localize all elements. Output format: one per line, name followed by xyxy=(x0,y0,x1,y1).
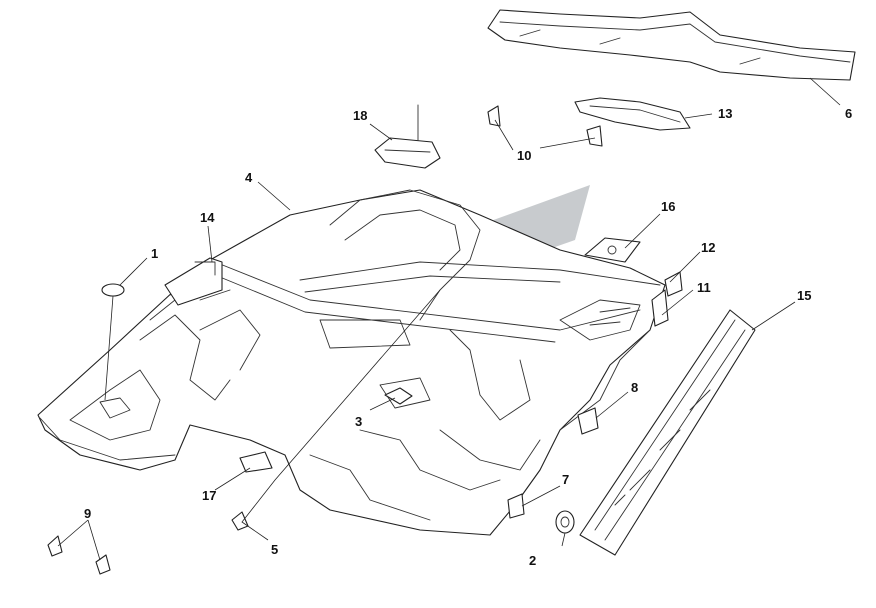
side-sill-part xyxy=(579,309,756,556)
floor-pan-part xyxy=(37,189,666,536)
callout-7: 7 xyxy=(562,472,569,487)
callout-5: 5 xyxy=(271,542,278,557)
callout-14: 14 xyxy=(200,210,215,225)
callout-2: 2 xyxy=(529,553,536,568)
callout-labels: 1 2 3 4 5 6 7 8 9 10 11 12 13 14 15 16 1… xyxy=(84,106,852,568)
grommet-part-2 xyxy=(555,510,575,534)
callout-16: 16 xyxy=(661,199,675,214)
bracket-plate-part-16 xyxy=(584,237,641,263)
side-brackets xyxy=(507,271,683,519)
callout-13: 13 xyxy=(718,106,732,121)
callout-3: 3 xyxy=(355,414,362,429)
callout-10: 10 xyxy=(517,148,531,163)
callout-9: 9 xyxy=(84,506,91,521)
clip-part-5 xyxy=(231,511,249,531)
rail-bracket-part xyxy=(574,97,691,131)
callout-12: 12 xyxy=(701,240,715,255)
leader-lines xyxy=(57,77,841,561)
callout-1: 1 xyxy=(151,246,158,261)
clip-part-10 xyxy=(487,105,603,147)
plug-part-1 xyxy=(101,283,125,297)
callout-8: 8 xyxy=(631,380,638,395)
callout-11: 11 xyxy=(697,280,711,295)
callout-4: 4 xyxy=(245,170,253,185)
callout-18: 18 xyxy=(353,108,367,123)
pad-part-17 xyxy=(239,451,273,473)
callout-17: 17 xyxy=(202,488,216,503)
callout-15: 15 xyxy=(797,288,811,303)
seat-bracket-part-14 xyxy=(164,257,223,306)
callout-6: 6 xyxy=(845,106,852,121)
clip-part-3 xyxy=(384,387,413,405)
tunnel-bracket-part xyxy=(374,104,441,169)
clip-part-9 xyxy=(47,535,111,575)
rear-crossmember-part xyxy=(487,9,856,81)
